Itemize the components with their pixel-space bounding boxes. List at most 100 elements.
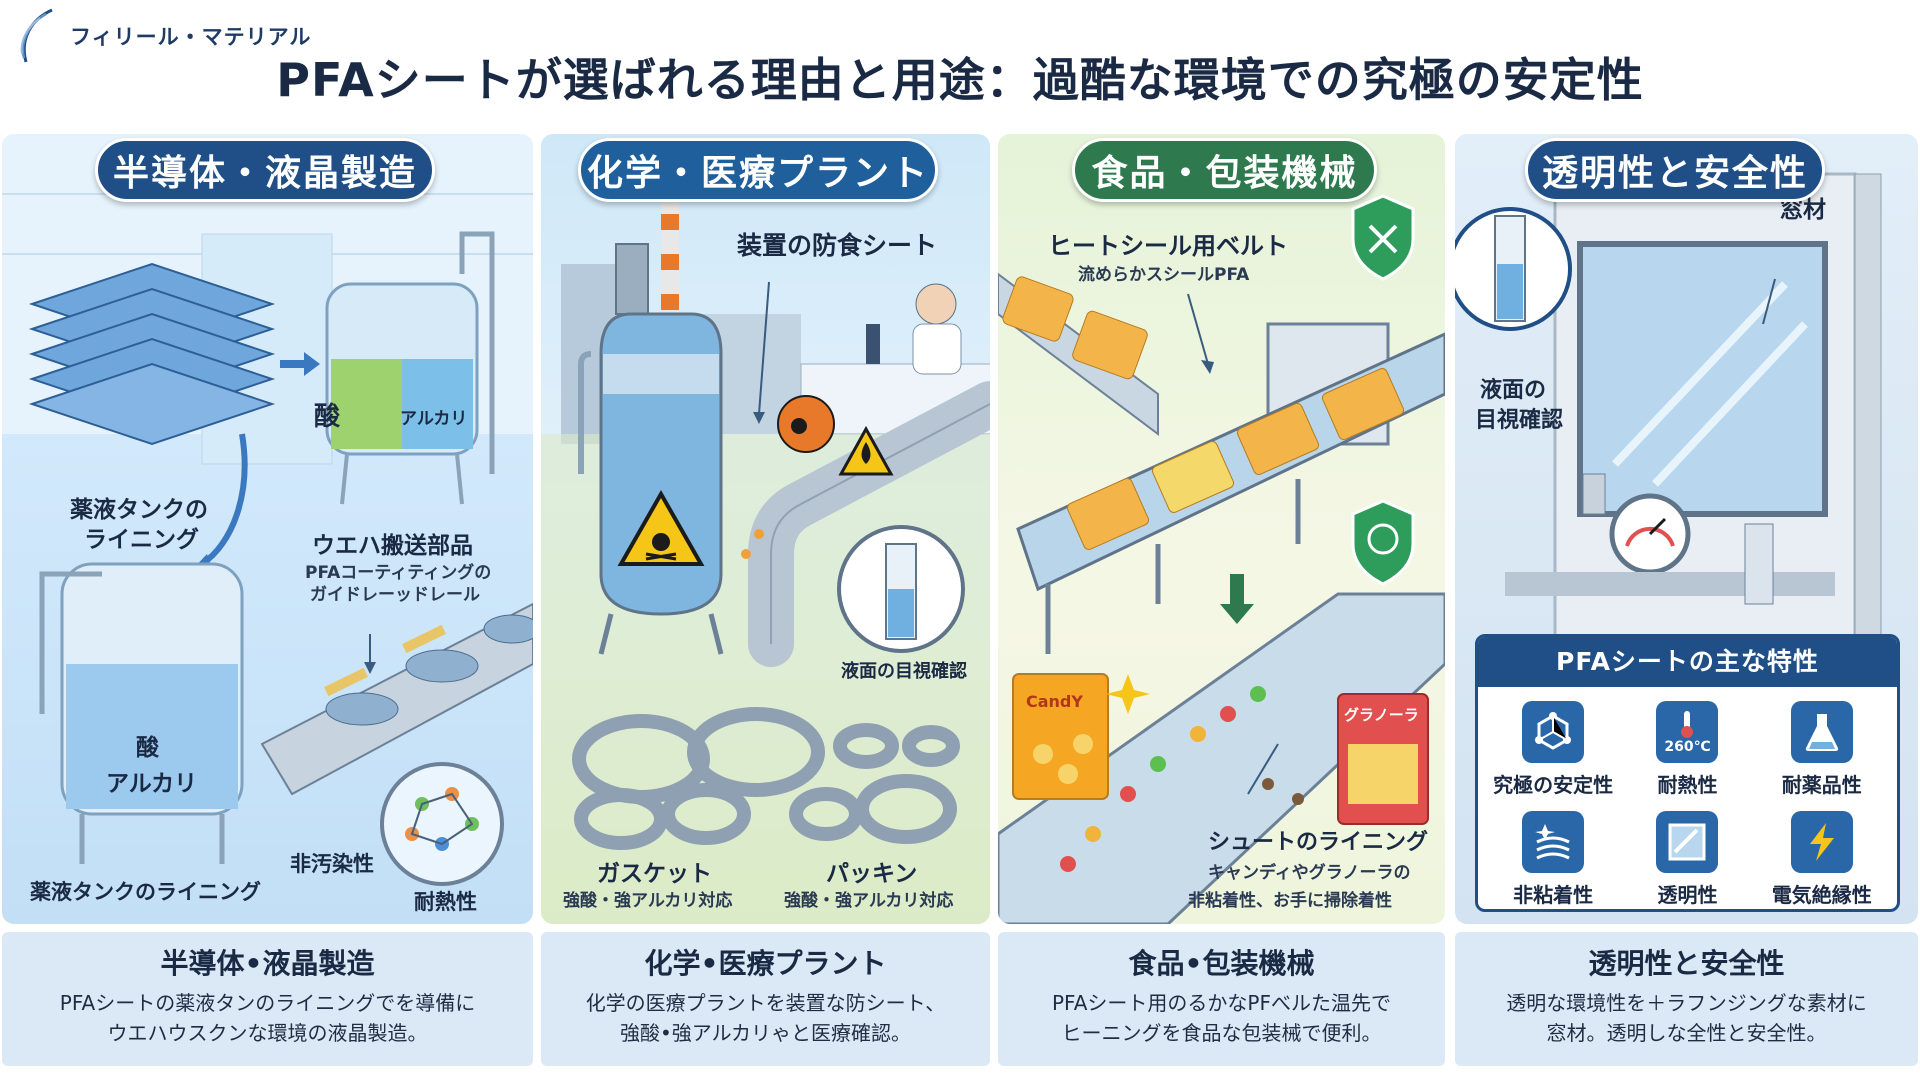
label-acid-lower: 酸 — [136, 735, 159, 761]
upper-belt-icon — [998, 272, 1159, 436]
molecule-icon — [1522, 701, 1585, 763]
feature-label-nonstick: 非粘着性 — [1513, 883, 1594, 907]
label-level-2: 目視確認 — [1475, 408, 1564, 433]
brand-name: フィリール・マテリアル — [70, 25, 312, 49]
temp-label: 260℃ — [1664, 739, 1711, 755]
caption-line: 窓材。透明しな全性と安全性。 — [1546, 1021, 1827, 1045]
label-gasket-sub: 強酸・強アルカリ対応 — [563, 891, 733, 911]
caption-body: PFAシートの薬液タンのライニングでを導備に ウエハウスクンな環境の液晶製造。 — [20, 988, 515, 1048]
label-acid-upper: 酸 — [314, 402, 341, 432]
feature-heat: 260℃ 耐熱性 — [1620, 693, 1754, 803]
chemical-plant-illustration — [541, 194, 990, 924]
label-heat-seal-belt: ヒートシール用ベルト — [1048, 232, 1288, 260]
food-packaging-illustration — [998, 194, 1445, 924]
label-wafer-parts: ウエハ搬送部品 — [312, 533, 473, 559]
level-gauge-icon — [1455, 207, 1572, 331]
gasket-rings-icon — [572, 707, 960, 850]
caption-line: PFAシートの薬液タンのライニングでを導備に — [59, 991, 476, 1015]
caption-line: PFAシート用のるかなPFべルた温先で — [1052, 991, 1391, 1015]
page-title: PFAシートが選ばれる理由と用途：過酷な環境での究極の安定性 — [276, 53, 1644, 107]
label-alkali-upper: アルカリ — [400, 409, 468, 429]
pressure-gauge-icon — [1609, 493, 1691, 575]
molecule-magnifier-icon — [380, 762, 504, 886]
label-belt-sub: 流めらかスシールPFA — [1078, 265, 1250, 285]
caption-line: ヒーニングを食品な包装械で便利。 — [1061, 1021, 1382, 1045]
feature-label-stability: 究極の安定性 — [1493, 773, 1614, 797]
caption-line: 化学の医療プラントを装置な防シート、 — [585, 991, 946, 1015]
label-level-check: 液面の目視確認 — [841, 661, 967, 682]
non-stick-icon — [1522, 811, 1585, 873]
label-packing: パッキン — [826, 861, 918, 887]
candy-bag-icon — [1012, 673, 1109, 800]
label-non-contamination: 非汚染性 — [290, 852, 374, 876]
features-box: PFAシートの主な特性 究極の安定性 260℃ 耐熱性 耐薬品性 非粘着性 — [1475, 634, 1900, 912]
label-packing-sub: 強酸・強アルカリ対応 — [784, 891, 954, 911]
feature-label-chemical: 耐薬品性 — [1781, 773, 1862, 797]
feature-stability: 究極の安定性 — [1486, 693, 1620, 803]
label-alkali-lower: アルカリ — [106, 771, 198, 797]
caption-title: 食品•包装機械 — [1128, 947, 1315, 980]
label-wafer-coating-2: ガイドレーッドレール — [310, 585, 480, 605]
heading-food-packaging: 食品・包装機械 — [1072, 138, 1377, 202]
thermometer-icon: 260℃ — [1656, 701, 1719, 763]
label-tank-lining-bottom: 薬液タンクのライニング — [30, 880, 261, 904]
food-safe-shield-icon — [1351, 194, 1415, 281]
brand-logo-icon — [20, 8, 53, 63]
caption-body: PFAシート用のるかなPFべルた温先で ヒーニングを食品な包装械で便利。 — [1016, 988, 1427, 1048]
corrosion-warning-icon — [777, 395, 835, 453]
flask-icon — [1790, 701, 1853, 763]
granola-bag-icon — [1337, 693, 1429, 825]
heading-chemical-plant: 化学・医療プラント — [578, 138, 938, 202]
caption-title: 透明性と安全性 — [1588, 947, 1785, 980]
heading-semiconductor: 半導体・液晶製造 — [95, 138, 435, 202]
wafer-rail-icon — [260, 602, 533, 796]
pipe-icon — [748, 381, 990, 667]
label-chute-lining: シュートのライニング — [1208, 830, 1429, 855]
label-chute-sub-1: キャンディやグラノーラの — [1208, 863, 1411, 883]
feature-transparency: 透明性 — [1620, 803, 1754, 909]
lower-tank-icon — [39, 562, 244, 864]
panel-semiconductor: 酸 アルカリ 薬液タンクの ライニング ウエハ搬送部品 PFAコーティティングの… — [2, 134, 533, 924]
chute-icon — [998, 592, 1445, 924]
caption-transparency-safety: 透明性と安全性 透明な環境性を＋ラフンジングな素材に 窓材。透明しな全性と安全性… — [1455, 932, 1918, 1066]
caption-chemical-plant: 化学•医療プラント 化学の医療プラントを装置な防シート、 強酸•強アルカリゃと医… — [541, 932, 990, 1066]
level-gauge-magnifier-icon — [837, 525, 965, 653]
caption-body: 化学の医療プラントを装置な防シート、 強酸•強アルカリゃと医療確認。 — [559, 988, 972, 1048]
caption-title: 化学•医療プラント — [644, 947, 887, 980]
panel-food-packaging: ヒートシール用ベルト 流めらかスシールPFA CandY グラノーラ シュートの… — [998, 134, 1445, 924]
label-chute-sub-2: 非粘着性、お手に掃除着性 — [1188, 891, 1392, 911]
feature-label-insulation: 電気絶縁性 — [1771, 883, 1872, 907]
label-gasket: ガスケット — [597, 861, 712, 887]
feature-insulation: 電気絶縁性 — [1755, 803, 1889, 909]
window-icon — [1577, 241, 1828, 517]
drop-warning-icon — [838, 425, 894, 476]
reactor-vessel-icon — [578, 243, 724, 655]
semiconductor-illustration — [2, 134, 533, 886]
label-tank-lining-1: 薬液タンクの — [70, 497, 208, 523]
caption-line: ウエハウスクンな環境の液晶製造。 — [107, 1021, 428, 1045]
label-heat-resistance: 耐熱性 — [414, 890, 477, 914]
feature-chemical: 耐薬品性 — [1755, 693, 1889, 803]
caption-body: 透明な環境性を＋ラフンジングな素材に 窓材。透明しな全性と安全性。 — [1473, 988, 1900, 1048]
upper-tank-icon — [325, 231, 495, 505]
hazard-skull-icon — [617, 489, 705, 566]
feature-label-transparency: 透明性 — [1657, 883, 1718, 907]
label-anticorrosion-sheet: 装置の防食シート — [737, 231, 938, 260]
transparency-illustration — [1455, 172, 1882, 716]
caption-food-packaging: 食品•包装機械 PFAシート用のるかなPFべルた温先で ヒーニングを食品な包装械… — [998, 932, 1445, 1066]
caption-line: 透明な環境性を＋ラフンジングな素材に — [1506, 991, 1867, 1015]
lightning-icon — [1790, 811, 1853, 873]
heading-transparency-safety: 透明性と安全性 — [1525, 138, 1825, 202]
caption-line: 強酸•強アルカリゃと医療確認。 — [620, 1021, 911, 1045]
feature-nonstick: 非粘着性 — [1486, 803, 1620, 909]
feature-label-heat: 耐熱性 — [1657, 773, 1718, 797]
label-tank-lining-2: ライニング — [84, 527, 199, 553]
transparency-icon — [1656, 811, 1719, 873]
label-wafer-coating-1: PFAコーティティングの — [305, 563, 492, 583]
caption-title: 半導体•液晶製造 — [160, 947, 375, 980]
features-grid: 究極の安定性 260℃ 耐熱性 耐薬品性 非粘着性 透明性 — [1478, 687, 1897, 909]
panel-chemical-plant: 装置の防食シート 液面の目視確認 ガスケット 強酸・強アルカリ対応 パッキン 強… — [541, 134, 990, 924]
wafer-stack-icon — [28, 262, 276, 446]
label-level-1: 液面の — [1480, 378, 1547, 403]
label-granola-bag: グラノーラ — [1344, 706, 1419, 724]
